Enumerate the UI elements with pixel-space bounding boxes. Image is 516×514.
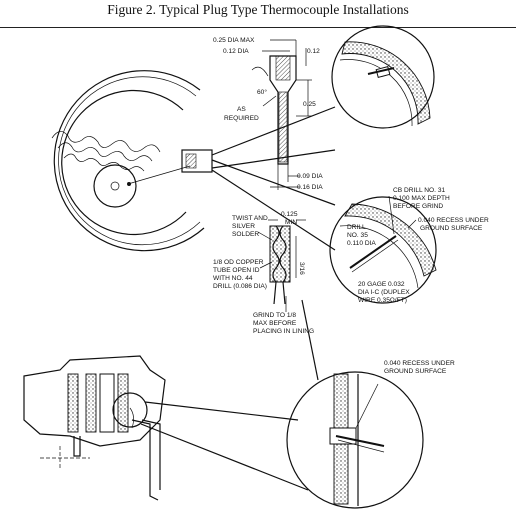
label-grind-max: MAX BEFORE <box>253 320 297 327</box>
label-angle: 60° <box>257 88 267 96</box>
caliper-assembly-view <box>23 299 319 501</box>
label-tube-open: TUBE OPEN ID <box>213 267 260 274</box>
label-grind-lining: PLACING IN LINING <box>253 328 314 335</box>
label-dia-009: 0.09 DIA <box>297 173 323 180</box>
label-ground-b: GROUND SURFACE <box>384 368 447 375</box>
label-tube-drill: DRILL (0.086 DIA) <box>213 283 267 290</box>
tube-detail-view: TWIST AND SILVER SOLDER 0.125 MIN 3/16 1… <box>213 211 314 335</box>
brake-drum-view <box>51 70 336 252</box>
label-recess-b: 0.040 RECESS UNDER <box>384 360 455 367</box>
label-solder: SOLDER <box>232 231 259 238</box>
label-fraction: 3/16 <box>298 262 305 275</box>
label-cb-drill: CB DRILL NO. 31 <box>393 187 445 194</box>
label-ground-a: GROUND SURFACE <box>420 225 483 232</box>
label-min-value: 0.125 <box>281 211 298 218</box>
detail-circle-bottom <box>286 371 424 509</box>
label-required: REQUIRED <box>224 115 259 122</box>
label-tube-od: 1/8 OD COPPER <box>213 259 264 266</box>
label-drill: DRILL <box>347 224 366 231</box>
plug-detail-view: 0.25 DIA MAX 0.12 DIA 0.12 60° AS REQUIR… <box>213 37 323 191</box>
label-cb-depth: 0.100 MAX DEPTH <box>393 195 450 202</box>
label-drill-no: NO. 35 <box>347 232 368 239</box>
label-dia-012: 0.12 DIA <box>223 48 249 55</box>
label-silver: SILVER <box>232 223 255 230</box>
label-duplex: DIA I-C (DUPLEX <box>358 289 410 296</box>
label-wire: WIRE 0.35Ω/FT) <box>358 297 407 304</box>
label-tube-with: WITH NO. 44 <box>213 275 253 282</box>
label-gage: 20 GAGE 0.032 <box>358 281 405 288</box>
label-dim-012: 0.12 <box>307 48 320 55</box>
label-dim-025: 0.25 <box>303 101 316 108</box>
label-drill-dia: 0.110 DIA <box>347 240 376 247</box>
label-recess-a: 0.040 RECESS UNDER <box>418 217 489 224</box>
figure-caption: Figure 2. Typical Plug Type Thermocouple… <box>107 2 409 17</box>
label-as: AS <box>237 106 246 113</box>
caption-rule <box>0 27 516 28</box>
label-min: MIN <box>285 219 297 226</box>
label-cb-grind: BEFORE GRIND <box>393 203 443 210</box>
detail-circle-top <box>331 25 435 129</box>
label-dia-max: 0.25 DIA MAX <box>213 37 255 44</box>
label-dia-016: 0.16 DIA <box>297 184 323 191</box>
detail-circle-mid <box>329 195 437 304</box>
label-twist: TWIST AND <box>232 215 268 222</box>
label-grind: GRIND TO 1/8 <box>253 312 296 319</box>
